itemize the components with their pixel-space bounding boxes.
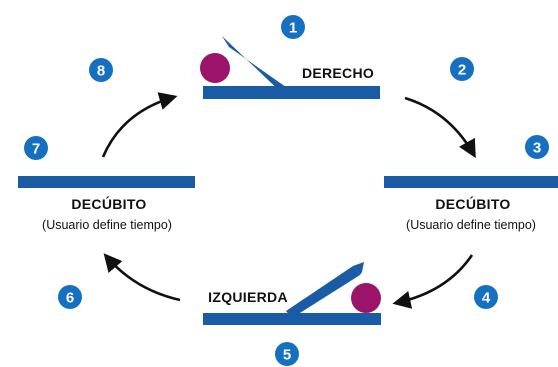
- supine-left-sublabel: (Usuario define tiempo): [42, 218, 172, 232]
- left-tilt-platform: [203, 262, 381, 325]
- supine-left-label: DECÚBITO: [71, 196, 147, 212]
- left-tilt-ball: [351, 283, 381, 313]
- right-tilt-label: DERECHO: [301, 65, 375, 81]
- left-tilt-plank-tip: [353, 262, 364, 275]
- step-number-4: 4: [482, 290, 491, 307]
- arrow-top-to-right: [404, 96, 476, 159]
- left-tilt-label: IZQUIERDA: [208, 289, 288, 305]
- step-badge-6: 6: [58, 285, 82, 309]
- step-number-8: 8: [97, 63, 105, 80]
- right-tilt-ball: [200, 53, 230, 83]
- step-badge-8: 8: [89, 58, 113, 82]
- supine-right-label: DECÚBITO: [435, 196, 511, 212]
- step-number-6: 6: [66, 290, 74, 307]
- step-badge-7: 7: [24, 136, 48, 160]
- left-tilt-plank: [286, 266, 360, 318]
- step-badge-5: 5: [275, 342, 299, 366]
- step-badge-1: 1: [281, 15, 305, 39]
- supine-right-sublabel: (Usuario define tiempo): [406, 218, 536, 232]
- left-tilt-base-bar: [203, 313, 381, 325]
- step-number-7: 7: [32, 141, 40, 158]
- step-number-5: 5: [283, 347, 291, 364]
- right-tilt-platform: [200, 36, 380, 99]
- arrow-right-to-bottom: [392, 254, 474, 309]
- step-number-2: 2: [458, 62, 466, 79]
- supine-right-bar: [384, 176, 558, 188]
- supine-left-bar: [18, 176, 195, 188]
- step-badge-2: 2: [450, 57, 474, 81]
- step-badge-3: 3: [525, 135, 549, 159]
- arrow-left-to-top: [101, 92, 178, 158]
- step-badge-4: 4: [474, 285, 498, 309]
- arrow-bottom-to-left: [103, 253, 181, 302]
- right-tilt-plank: [222, 36, 293, 99]
- step-number-1: 1: [289, 20, 297, 37]
- step-number-3: 3: [533, 140, 541, 157]
